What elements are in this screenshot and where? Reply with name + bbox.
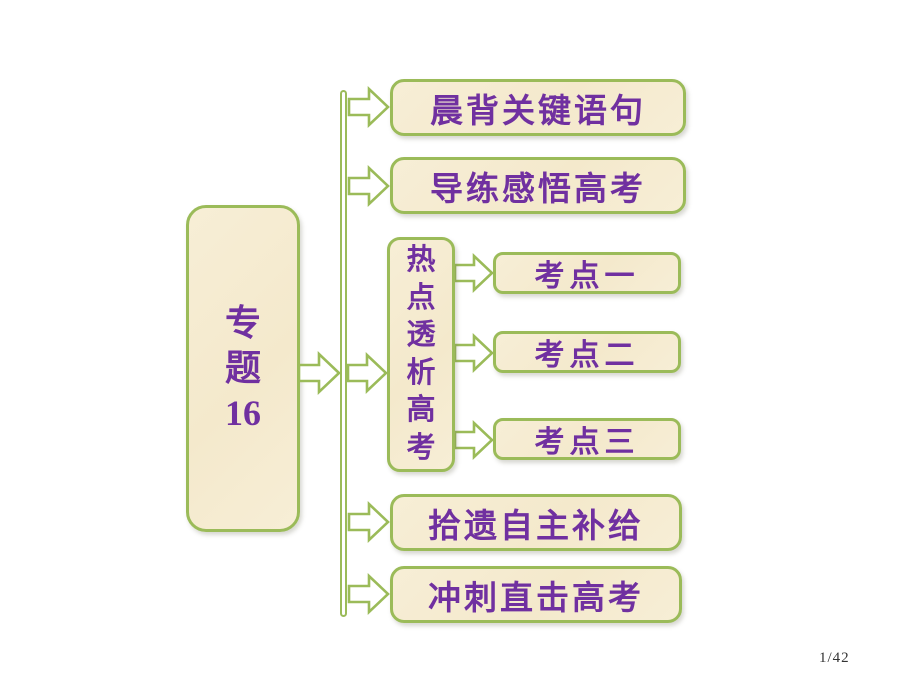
sub-node-label: 考点一	[534, 260, 640, 293]
sub-node-label: 考点二	[534, 339, 640, 372]
arrow-right-icon	[347, 572, 390, 616]
arrow-right-icon	[347, 500, 390, 544]
sub-node-exam-point-2: 考点二	[493, 331, 681, 373]
arrow-right-icon	[453, 332, 494, 374]
branch-label: 拾遗自主补给	[428, 508, 644, 545]
branch-node-hotspot-analysis: 热 点 透 析 高 考	[387, 237, 455, 472]
branch-label: 晨背关键语句	[430, 93, 646, 130]
arrow-right-icon	[347, 85, 390, 129]
sub-node-exam-point-1: 考点一	[493, 252, 681, 294]
arrow-right-icon	[346, 351, 388, 395]
arrow-right-icon	[297, 350, 341, 396]
arrow-right-icon	[453, 419, 494, 461]
root-node-line: 专	[224, 303, 261, 343]
branch-label-char: 热	[406, 244, 436, 276]
root-node-line: 16	[225, 393, 261, 433]
root-node-line: 题	[224, 348, 261, 388]
root-node-topic: 专 题 16	[186, 205, 300, 532]
branch-label-char: 透	[406, 319, 436, 351]
trunk-connector-line	[340, 90, 347, 617]
arrow-right-icon	[453, 252, 494, 294]
branch-label: 导练感悟高考	[430, 171, 646, 208]
page-number: 1/42	[819, 650, 850, 666]
branch-node-guided-practice: 导练感悟高考	[390, 157, 686, 214]
branch-label-char: 考	[406, 431, 436, 464]
arrow-right-icon	[347, 164, 390, 208]
branch-node-morning-recite: 晨背关键语句	[390, 79, 686, 136]
branch-node-sprint: 冲刺直击高考	[390, 566, 682, 623]
branch-label-char: 点	[406, 281, 436, 314]
branch-label: 冲刺直击高考	[428, 580, 644, 617]
sub-node-label: 考点三	[534, 426, 640, 459]
branch-label-char: 高	[406, 394, 436, 426]
branch-node-supplement: 拾遗自主补给	[390, 494, 682, 551]
branch-label-char: 析	[406, 356, 436, 389]
sub-node-exam-point-3: 考点三	[493, 418, 681, 460]
